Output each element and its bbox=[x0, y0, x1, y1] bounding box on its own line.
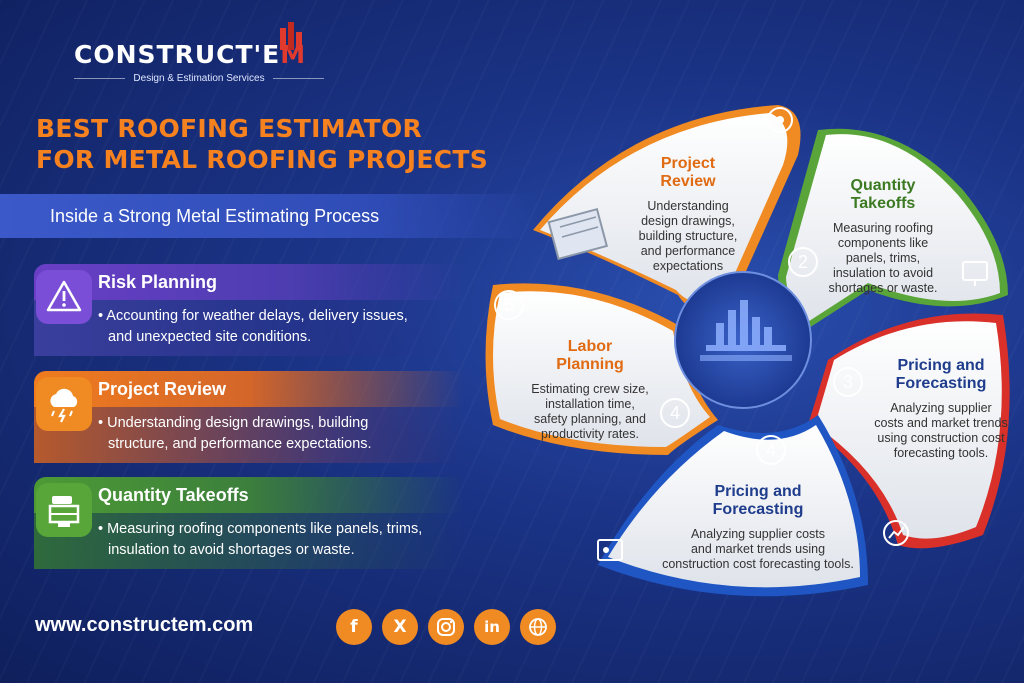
page-title: BEST ROOFING ESTIMATOR FOR METAL ROOFING… bbox=[36, 114, 489, 174]
feature-risk-planning: Risk Planning • Accounting for weather d… bbox=[34, 264, 464, 356]
step-number-2: 2 bbox=[788, 247, 818, 277]
warning-cloud-icon bbox=[36, 270, 92, 324]
step-number-3: 3 bbox=[833, 367, 863, 397]
linkedin-icon[interactable]: in bbox=[474, 609, 510, 645]
brand-logo: CONSTRUCT'EM Design & Estimation Service… bbox=[74, 22, 325, 84]
section-subheading: Inside a Strong Metal Estimating Process bbox=[0, 194, 540, 238]
step-number-5: 5 bbox=[494, 290, 524, 320]
x-twitter-icon[interactable]: X bbox=[382, 609, 418, 645]
construction-site-icon bbox=[36, 483, 92, 537]
instagram-icon[interactable] bbox=[428, 609, 464, 645]
monitor-icon bbox=[962, 261, 988, 286]
feature-title: Quantity Takeoffs bbox=[34, 477, 464, 513]
brand-tagline: Design & Estimation Services bbox=[133, 73, 265, 84]
facebook-icon[interactable]: f bbox=[336, 609, 372, 645]
brand-name: CONSTRUCT'EM bbox=[74, 40, 307, 69]
social-links: f X in bbox=[336, 609, 556, 645]
website-link[interactable]: www.constructem.com bbox=[35, 614, 254, 636]
storm-cloud-icon bbox=[36, 377, 92, 431]
step-number-4-left: 4 bbox=[660, 398, 690, 428]
blueprint-icon bbox=[547, 207, 609, 261]
feature-description: • Accounting for weather delays, deliver… bbox=[34, 300, 464, 356]
building-logo-icon bbox=[280, 22, 302, 50]
feature-project-review: Project Review • Understanding design dr… bbox=[34, 371, 464, 463]
step-number-4-bottom: 4 bbox=[756, 435, 786, 465]
feature-title: Risk Planning bbox=[34, 264, 464, 300]
globe-icon[interactable] bbox=[520, 609, 556, 645]
feature-title: Project Review bbox=[34, 371, 464, 407]
growth-chart-icon bbox=[883, 520, 909, 546]
feature-quantity-takeoffs: Quantity Takeoffs • Measuring roofing co… bbox=[34, 477, 464, 569]
presentation-icon bbox=[597, 539, 623, 561]
building-chart-icon bbox=[700, 300, 792, 361]
feature-description: • Measuring roofing components like pane… bbox=[34, 513, 464, 569]
gear-check-icon bbox=[767, 107, 793, 133]
feature-description: • Understanding design drawings, buildin… bbox=[34, 407, 464, 463]
brand-tagline-row: Design & Estimation Services bbox=[74, 73, 325, 84]
